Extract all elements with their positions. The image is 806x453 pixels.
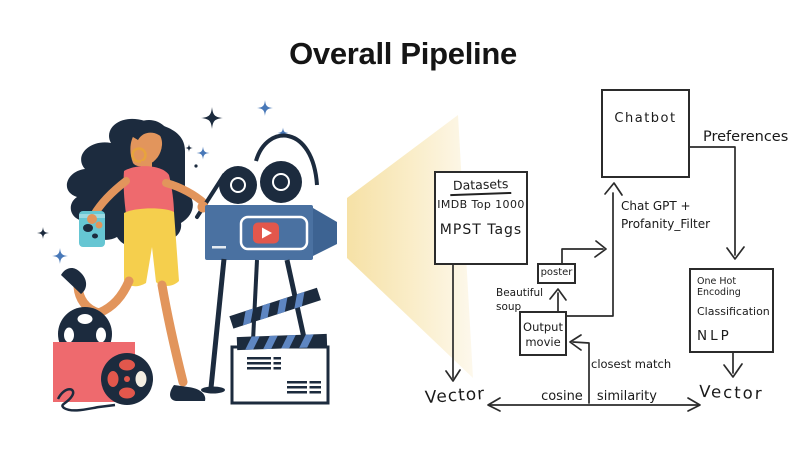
earring-icon	[131, 147, 147, 163]
film-strip	[56, 388, 116, 412]
output-box-line2: movie	[525, 334, 561, 349]
video-camera-icon	[205, 133, 337, 260]
standing-leg	[157, 280, 188, 387]
datasets-mpst-line: MPST Tags	[439, 222, 523, 238]
output-box-line1: Output	[523, 320, 563, 334]
onehot-line2: Classification	[697, 305, 770, 318]
vector-right-label: Vector	[698, 381, 764, 404]
right-arm	[162, 179, 208, 207]
onehot-line3: NLP	[697, 328, 732, 344]
datasets-box-title: Datasets	[436, 175, 526, 197]
vector-left-label: Vector	[424, 383, 486, 409]
camera-lens	[313, 208, 337, 256]
movie-maker-illustration	[37, 100, 337, 412]
chatgpt-line2: Profanity_Filter	[621, 217, 711, 231]
preferences-label: Preferences	[703, 129, 789, 145]
connector-poster-to-chatgpt	[561, 248, 604, 266]
arrowhead-down	[445, 369, 461, 382]
arrowhead-left	[487, 397, 501, 412]
arrowhead-down	[723, 363, 743, 378]
camera-handle	[254, 133, 319, 186]
back-sneaker	[61, 268, 87, 294]
arrowhead-left	[569, 334, 582, 351]
connector-preferences	[689, 146, 736, 256]
poster-box-label: poster	[540, 267, 573, 278]
connector-closest-match	[572, 341, 590, 404]
beautiful-soup-line2: soup	[496, 300, 522, 313]
woman-figure	[61, 118, 226, 401]
chatgpt-filter-label: Chat GPT + Profanity_Filter	[621, 197, 710, 233]
output-movie-box: Output movie	[519, 311, 567, 356]
datasets-imdb-line: IMDB Top 1000	[437, 198, 525, 211]
connector-chatgpt	[566, 192, 614, 317]
closest-match-label: closest match	[591, 357, 672, 371]
beautiful-soup-label: Beautiful soup	[496, 287, 543, 314]
shorts	[124, 208, 179, 287]
arrowhead-up	[549, 288, 567, 301]
datasets-box: Datasets IMDB Top 1000 MPST Tags	[434, 171, 528, 265]
clapperboard-icon	[229, 287, 330, 405]
poster-box: poster	[537, 263, 576, 284]
front-sneaker	[170, 385, 206, 401]
beautiful-soup-line1: Beautiful	[496, 287, 544, 299]
chatbot-box-label: Chatbot	[614, 111, 677, 126]
hair-top	[132, 120, 170, 142]
page-title: Overall Pipeline	[289, 36, 517, 71]
chatbot-box: Chatbot	[601, 89, 690, 178]
onehot-line1: One Hot Encoding	[697, 276, 741, 298]
cosine-similarity-label: cosine similarity	[541, 389, 657, 404]
arrowhead-up	[604, 182, 623, 196]
film-reels	[53, 307, 153, 412]
arrowhead-down	[726, 246, 745, 260]
arrowhead-right	[687, 397, 701, 412]
arrowhead-right	[594, 240, 607, 258]
chatgpt-line1: Chat GPT +	[621, 199, 691, 213]
coffee-cup-icon	[79, 211, 105, 247]
one-hot-encoding-box: One Hot Encoding Classification NLP	[689, 268, 774, 353]
crop-top	[123, 166, 174, 220]
